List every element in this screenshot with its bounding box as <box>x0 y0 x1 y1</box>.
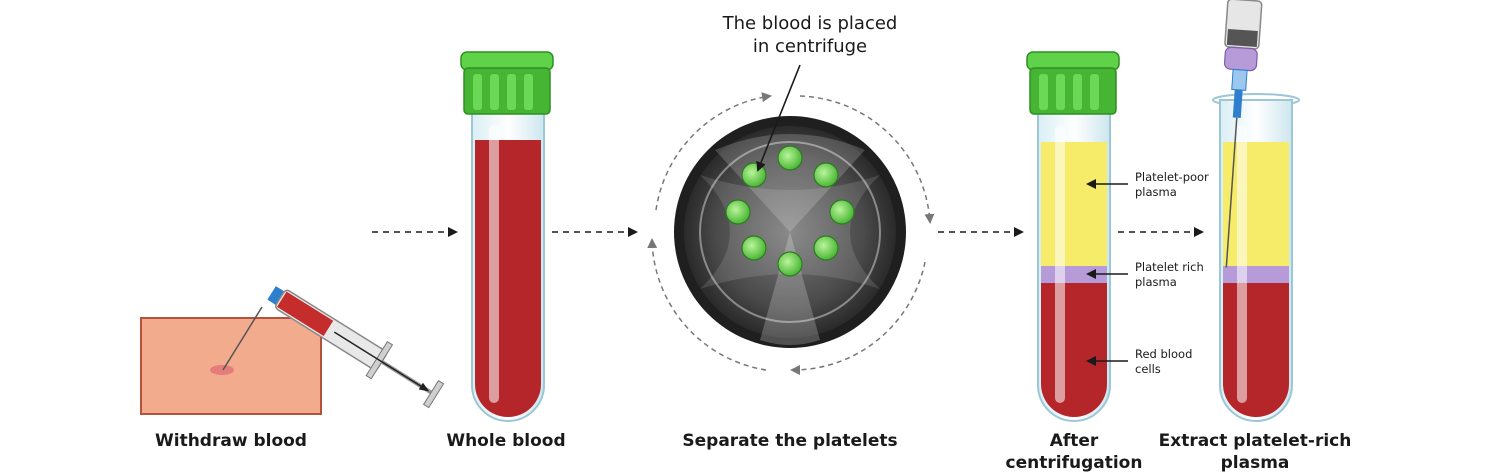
puncture-mark <box>210 365 234 375</box>
whole-blood-tube <box>460 51 554 422</box>
stage-label-after-centrifugation: After centrifugation <box>1005 431 1143 473</box>
red-cell-layer <box>1041 283 1107 417</box>
extraction-syringe <box>1223 0 1263 268</box>
separated-tube <box>1026 51 1128 422</box>
stage-label-whole-blood: Whole blood <box>446 431 566 451</box>
rotation-arrows <box>647 92 935 376</box>
sample-well <box>725 199 751 225</box>
green-cap <box>1026 51 1120 115</box>
centrifuge <box>647 64 935 376</box>
syringe <box>267 286 445 409</box>
callout-red-blood-cells: Red blood cells <box>1135 347 1193 376</box>
centrifuge-note: The blood is placed in centrifuge <box>722 13 898 57</box>
needle <box>222 306 263 371</box>
stage-label-separate-platelets: Separate the platelets <box>682 431 898 451</box>
sample-well <box>741 235 767 261</box>
sample-well <box>829 199 855 225</box>
platelet-layer <box>1041 266 1107 284</box>
sample-well <box>813 235 839 261</box>
layer-pointers <box>1086 179 1128 366</box>
stage-label-withdraw-blood: Withdraw blood <box>155 431 307 451</box>
callout-platelet-poor-plasma: Platelet-poor plasma <box>1135 170 1209 199</box>
plasma-layer <box>1223 142 1289 268</box>
withdraw-blood-illustration <box>140 286 445 415</box>
skin-patch <box>140 317 322 415</box>
sample-well <box>777 251 803 277</box>
callout-platelet-rich-plasma: Platelet rich plasma <box>1135 260 1204 289</box>
sample-well <box>813 162 839 188</box>
extraction-tube <box>1212 0 1300 422</box>
centrifuge-pointer <box>756 64 801 172</box>
green-cap <box>460 51 554 115</box>
stage-label-extract-prp: Extract platelet-rich plasma <box>1158 431 1352 473</box>
sample-wells <box>725 145 855 277</box>
sample-well <box>741 162 767 188</box>
plasma-layer <box>1041 142 1107 268</box>
whole-blood-fill <box>475 140 541 417</box>
sample-well <box>777 145 803 171</box>
